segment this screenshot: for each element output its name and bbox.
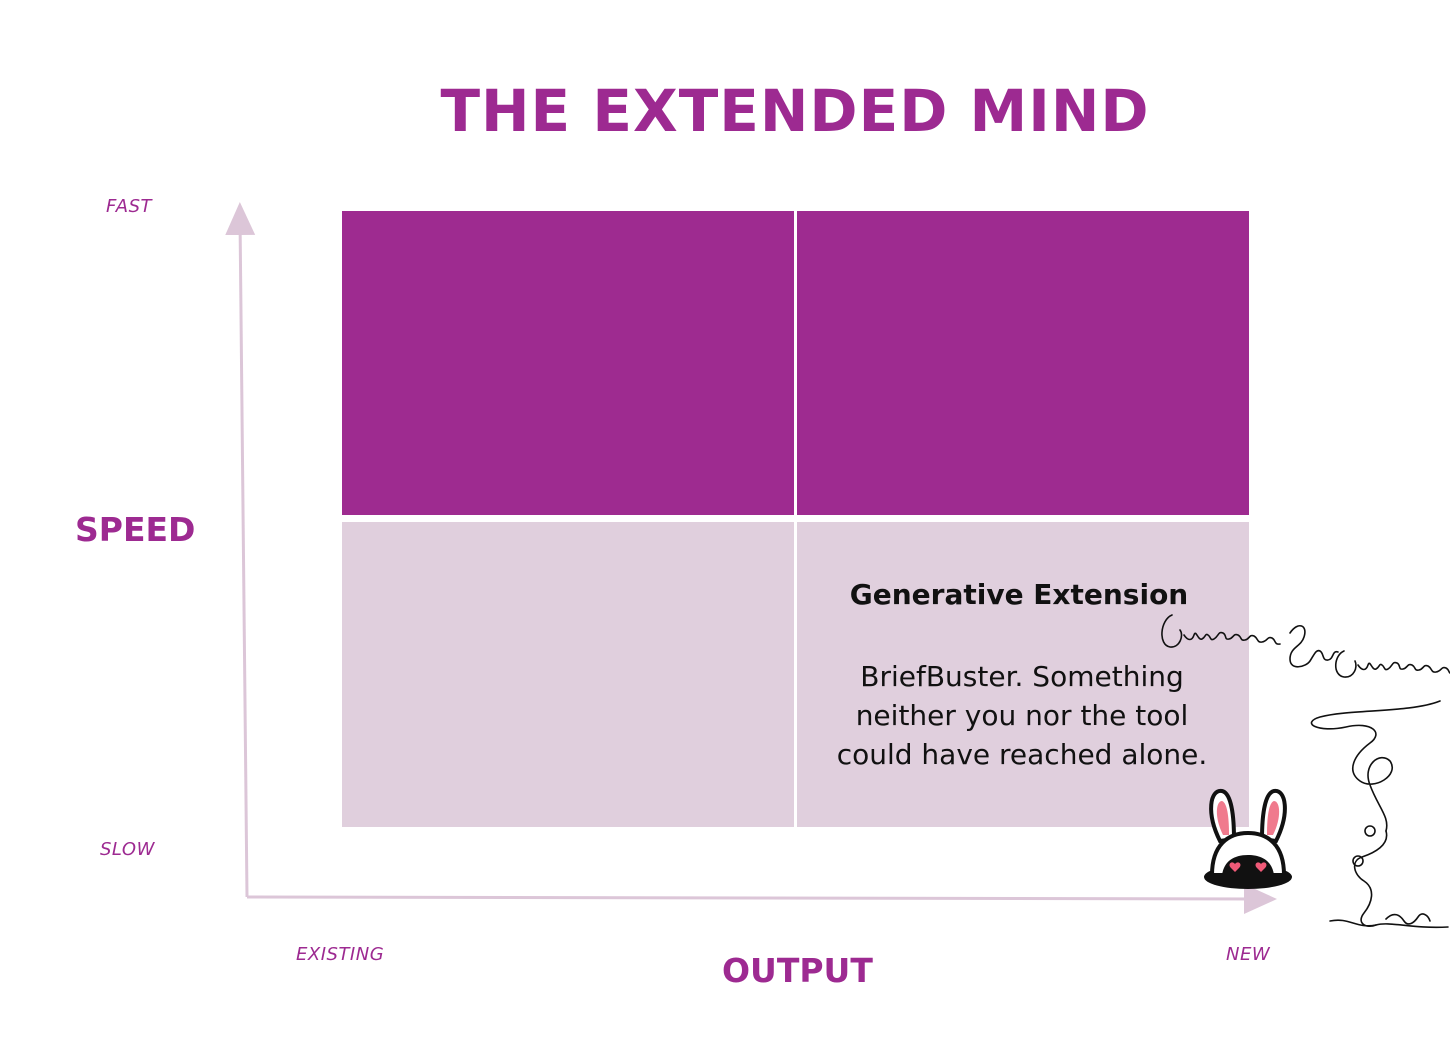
quadrant-bottom-left (342, 522, 794, 827)
quadrant-body-line: could have reached alone. (836, 738, 1208, 771)
quadrant-top-right (797, 211, 1249, 515)
x-axis-label: OUTPUT (722, 951, 873, 990)
x-axis-line (246, 883, 1277, 914)
y-axis-line (225, 202, 256, 898)
quadrant-bottom-right (797, 522, 1249, 827)
quadrant-body-line: BriefBuster. Something (860, 660, 1184, 693)
x-axis-left-tick: EXISTING (296, 944, 385, 965)
signature-logo (1161, 614, 1450, 929)
bunny-icon (1204, 788, 1292, 889)
x-axis-right-tick: NEW (1226, 944, 1271, 965)
quadrant-body-line: neither you nor the tool (855, 699, 1189, 732)
y-axis-top-tick: FAST (106, 196, 153, 217)
quadrant-top-left (342, 211, 794, 515)
y-axis-label: SPEED (75, 510, 196, 549)
diagram-title: THE EXTENDED MIND (440, 77, 1150, 145)
quadrant-title: Generative Extension (849, 578, 1189, 611)
quadrant-body: BriefBuster. Something neither you nor t… (797, 657, 1247, 774)
y-axis-bottom-tick: SLOW (100, 839, 155, 860)
